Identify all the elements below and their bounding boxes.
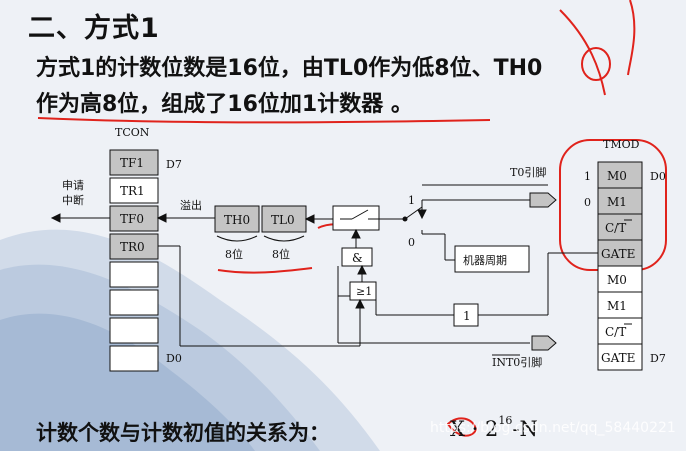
control-wiring bbox=[158, 245, 598, 347]
tl0-register: TL0 bbox=[271, 213, 295, 227]
description-line-1: 方式1的计数位数是16位，由TL0作为低8位、TH0 bbox=[36, 56, 543, 81]
tmod-title: TMOD bbox=[603, 138, 640, 151]
t0-pin-connector bbox=[529, 192, 557, 208]
counter-registers bbox=[214, 205, 307, 233]
tmod-lower-gate: GATE bbox=[601, 351, 635, 365]
control-switch bbox=[304, 205, 405, 248]
tcon-cell-tr0: TR0 bbox=[120, 240, 145, 254]
tmod-lower-m1: M1 bbox=[607, 299, 627, 313]
th0-register: TH0 bbox=[224, 213, 250, 227]
logic-gates bbox=[341, 247, 479, 327]
and-gate-label: & bbox=[352, 251, 363, 265]
overflow-label: 溢出 bbox=[180, 198, 202, 212]
background-wave-decoration bbox=[0, 229, 380, 451]
counter-braces bbox=[216, 235, 305, 242]
tmod-register bbox=[597, 161, 643, 371]
switch-position-1: 1 bbox=[408, 194, 415, 207]
formula-base: 2 bbox=[484, 417, 499, 441]
tmod-bit-d0: D0 bbox=[650, 170, 666, 183]
section-heading: 二、方式1 bbox=[28, 13, 160, 44]
tcon-bit-d0: D0 bbox=[166, 352, 182, 365]
tmod-side-label-0: 0 bbox=[584, 196, 591, 209]
switch-position-0: 0 bbox=[408, 236, 415, 249]
not-gate-label: 1 bbox=[463, 309, 471, 323]
formula-x: X bbox=[450, 417, 465, 441]
formula-minus: -N bbox=[512, 417, 538, 441]
tcon-cell-tf1: TF1 bbox=[120, 156, 144, 170]
interrupt-arrow bbox=[50, 213, 110, 223]
tmod-upper-gate: GATE bbox=[601, 247, 635, 261]
watermark-text: https://blog.csdn.net/qq_58440221 bbox=[430, 420, 676, 436]
tcon-cell-tf0: TF0 bbox=[120, 212, 144, 226]
int0-pin-connector bbox=[531, 335, 557, 351]
tcon-bit-d7: D7 bbox=[166, 158, 182, 171]
tmod-bit-d7: D7 bbox=[650, 352, 666, 365]
ct-overlines bbox=[624, 219, 632, 325]
description-line-2: 作为高8位，组成了16位加1计数器 。 bbox=[36, 92, 413, 117]
t0-pin-label: T0引脚 bbox=[510, 165, 546, 179]
mode-selector-switch bbox=[402, 184, 548, 261]
tcon-title: TCON bbox=[115, 126, 150, 139]
count-formula: X · 216-N bbox=[450, 414, 538, 441]
formula-exponent: 16 bbox=[498, 414, 513, 427]
red-annotation-marks bbox=[37, 0, 667, 437]
tcon-cell-tr1: TR1 bbox=[120, 184, 145, 198]
th0-bit-count: 8位 bbox=[225, 247, 243, 261]
or-gate-label: ≥1 bbox=[356, 285, 372, 298]
interrupt-request-label-1: 申请 bbox=[62, 179, 84, 192]
tmod-lower-m0: M0 bbox=[607, 273, 627, 287]
footer-relationship-text: 计数个数与计数初值的关系为： bbox=[36, 421, 330, 445]
tl0-bit-count: 8位 bbox=[272, 247, 290, 261]
tmod-upper-m1: M1 bbox=[607, 195, 627, 209]
int0-pin-label: INT0引脚 bbox=[492, 355, 542, 369]
overflow-arrow bbox=[156, 213, 215, 223]
tmod-side-label-1: 1 bbox=[584, 170, 591, 183]
tmod-upper-m0: M0 bbox=[607, 169, 627, 183]
tmod-lower-ct: C/T bbox=[605, 325, 626, 339]
tcon-register bbox=[109, 149, 159, 372]
tmod-upper-ct: C/T bbox=[605, 221, 626, 235]
machine-cycle-box bbox=[454, 245, 530, 273]
machine-cycle-label: 机器周期 bbox=[463, 253, 507, 267]
interrupt-request-label-2: 中断 bbox=[62, 193, 84, 207]
